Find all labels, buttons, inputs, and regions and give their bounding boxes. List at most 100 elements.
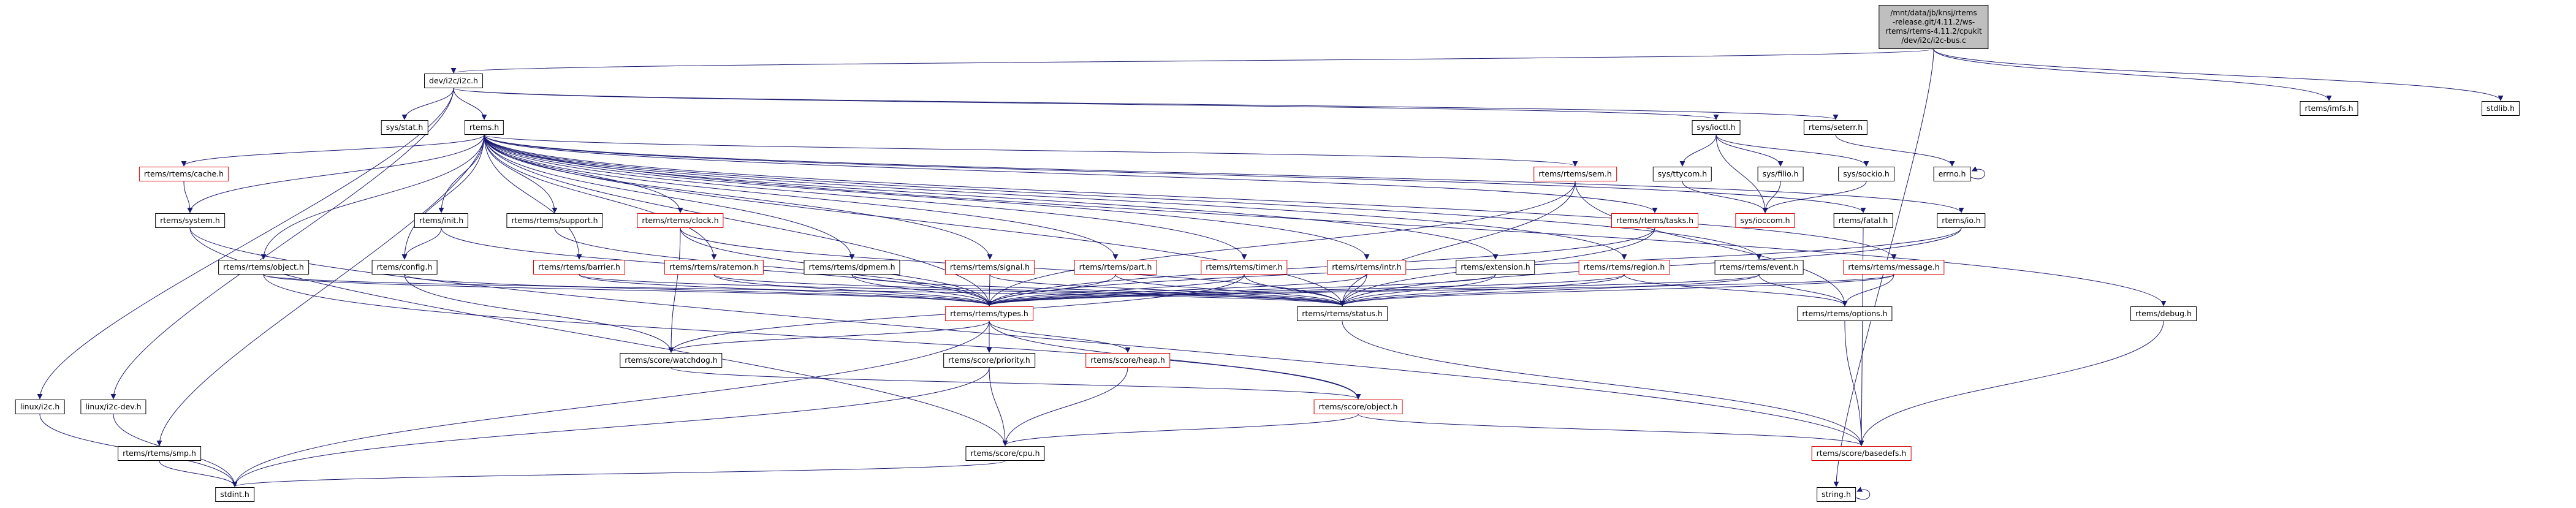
node-stdlib: stdlib.h	[2481, 101, 2520, 116]
edge-ioctl-sockio	[1715, 134, 1869, 167]
node-root: /mnt/data/jb/knsj/rtems -release.git/4.1…	[1879, 5, 1989, 49]
node-filio: sys/filio.h	[1757, 167, 1804, 181]
node-status[interactable]: rtems/rtems/status.h	[1297, 306, 1388, 321]
edge-ioctl-filio	[1715, 134, 1784, 167]
node-imfs[interactable]: rtems/imfs.h	[2300, 101, 2358, 116]
edge-ratemon-types	[713, 274, 992, 306]
node-cpu[interactable]: rtems/score/cpu.h	[965, 446, 1045, 461]
node-ratemon[interactable]: rtems/rtems/ratemon.h	[664, 260, 764, 275]
node-extension[interactable]: rtems/extension.h	[1456, 260, 1535, 275]
edge-ioctl-ioccom	[1715, 134, 1768, 213]
node-priority[interactable]: rtems/score/priority.h	[943, 353, 1035, 368]
edge-sem-options	[1575, 181, 1848, 306]
edge-self-string	[1855, 487, 1871, 500]
edge-rtems-clock	[484, 134, 683, 213]
edge-dpmem-status	[851, 274, 1345, 306]
edge-root-stdlib	[1933, 48, 2504, 101]
node-debug[interactable]: rtems/debug.h	[2130, 306, 2197, 321]
node-io[interactable]: rtems/io.h	[1937, 213, 1986, 228]
edge-rtems-event	[484, 134, 1762, 260]
edge-barrier-types	[579, 274, 992, 306]
node-barrier[interactable]: rtems/rtems/barrier.h	[533, 260, 625, 275]
edge-types-stdint	[232, 320, 990, 487]
edge-timer-types	[986, 274, 1245, 306]
node-tasks[interactable]: rtems/rtems/tasks.h	[1611, 213, 1698, 228]
edge-rtems-extension	[484, 134, 1499, 260]
edge-i2c-ioctl	[453, 88, 1719, 120]
edge-region-status	[1339, 274, 1625, 306]
node-i2c[interactable]: dev/i2c/i2c.h	[424, 74, 483, 88]
node-system[interactable]: rtems/system.h	[155, 213, 225, 228]
edge-extension-types	[986, 274, 1496, 306]
node-part[interactable]: rtems/rtems/part.h	[1074, 260, 1157, 275]
edge-event-types	[986, 274, 1760, 306]
edge-i2c-seterr	[453, 88, 1838, 120]
node-signal[interactable]: rtems/rtems/signal.h	[944, 260, 1035, 275]
node-ttycom: sys/ttycom.h	[1652, 167, 1712, 181]
edge-rtems-timer	[484, 134, 1247, 260]
edge-rtems-signal	[484, 134, 993, 260]
edge-rtems-config	[401, 134, 485, 260]
edge-signal-status	[989, 274, 1345, 306]
node-seterr[interactable]: rtems/seterr.h	[1803, 120, 1868, 135]
edge-region-types	[986, 274, 1625, 306]
node-linuxi2cdev: linux/i2c-dev.h	[80, 400, 146, 414]
node-string: string.h	[1817, 487, 1856, 502]
edge-debug-basedefs	[1858, 320, 2164, 446]
node-objectc[interactable]: rtems/rtems/object.h	[218, 260, 309, 275]
node-ioccom: sys/ioccom.h	[1735, 213, 1795, 228]
node-errno: errno.h	[1933, 167, 1971, 181]
node-region[interactable]: rtems/rtems/region.h	[1578, 260, 1670, 275]
node-types[interactable]: rtems/rtems/types.h	[945, 306, 1033, 321]
edge-sockio-ioccom	[1762, 181, 1867, 213]
edge-i2c-linuxi2cdev	[110, 88, 454, 400]
edge-priority-cpu	[989, 367, 1008, 446]
node-fatal[interactable]: rtems/fatal.h	[1833, 213, 1893, 228]
edge-objectc-objects	[263, 274, 1361, 400]
node-clock[interactable]: rtems/rtems/clock.h	[637, 213, 724, 228]
node-options[interactable]: rtems/rtems/options.h	[1797, 306, 1893, 321]
edge-objects-cpu	[1002, 414, 1359, 446]
node-heap[interactable]: rtems/score/heap.h	[1085, 353, 1170, 368]
node-dpmem[interactable]: rtems/rtems/dpmem.h	[804, 260, 900, 275]
node-rtems[interactable]: rtems.h	[464, 120, 504, 135]
edge-barrier-status	[579, 274, 1345, 306]
node-basedefs[interactable]: rtems/score/basedefs.h	[1811, 446, 1912, 461]
edge-objects-basedefs	[1358, 414, 1864, 446]
edge-config-watchdog	[404, 274, 674, 353]
edge-sem-types	[986, 181, 1576, 306]
edge-watchdog-objects	[671, 367, 1361, 400]
edge-rtems-barrier	[484, 134, 582, 260]
node-objects[interactable]: rtems/score/object.h	[1313, 400, 1403, 414]
edge-extension-status	[1339, 274, 1496, 306]
node-event[interactable]: rtems/rtems/event.h	[1714, 260, 1804, 275]
node-init[interactable]: rtems/init.h	[414, 213, 469, 228]
edge-rtems-sem	[484, 134, 1578, 167]
edge-message-types	[986, 274, 1894, 306]
edge-rtems-message	[484, 134, 1897, 260]
edge-sem-status	[1339, 181, 1576, 306]
node-intr[interactable]: rtems/rtems/intr.h	[1327, 260, 1407, 275]
edge-timer-status	[1244, 274, 1345, 306]
edge-rtems-ratemon	[484, 134, 717, 260]
node-config[interactable]: rtems/config.h	[371, 260, 438, 275]
node-stdint: stdint.h	[215, 487, 254, 502]
node-cache[interactable]: rtems/rtems/cache.h	[139, 167, 229, 181]
node-sem[interactable]: rtems/rtems/sem.h	[1533, 167, 1617, 181]
edge-self-errno	[1970, 166, 1985, 180]
edge-cache-system	[183, 181, 193, 213]
node-watchdog[interactable]: rtems/score/watchdog.h	[620, 353, 723, 368]
edge-i2c-rtems	[453, 88, 487, 120]
edge-rtems-status	[484, 134, 1345, 306]
edge-rtems-types	[484, 134, 992, 306]
edge-root-imfs	[1933, 48, 2332, 101]
edge-config-types	[404, 274, 992, 306]
node-support[interactable]: rtems/rtems/support.h	[506, 213, 603, 228]
node-smp[interactable]: rtems/rtems/smp.h	[118, 446, 201, 461]
node-message[interactable]: rtems/rtems/message.h	[1843, 260, 1945, 275]
edge-smp-stdint	[159, 460, 238, 487]
node-timer[interactable]: rtems/rtems/timer.h	[1201, 260, 1288, 275]
edge-objectc-types	[263, 274, 992, 306]
